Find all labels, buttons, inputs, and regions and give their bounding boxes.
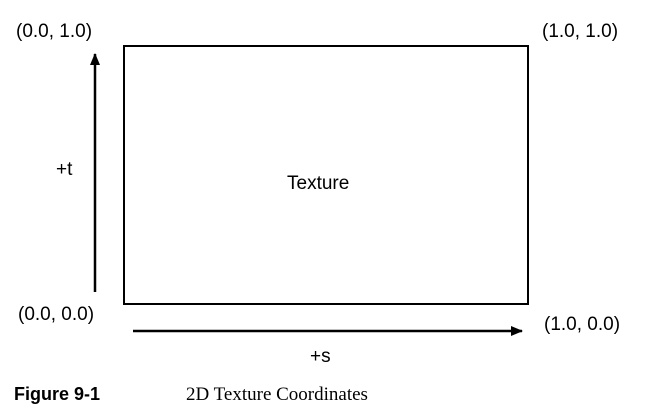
label-bottom-right: (1.0, 0.0) — [544, 314, 621, 335]
label-bottom-left: (0.0, 0.0) — [18, 304, 95, 325]
texture-rectangle — [123, 45, 529, 305]
s-axis-label: +s — [310, 346, 331, 367]
texture-label: Texture — [287, 173, 350, 194]
label-top-left: (0.0, 1.0) — [16, 21, 93, 42]
label-top-right: (1.0, 1.0) — [542, 21, 619, 42]
figure-title: 2D Texture Coordinates — [186, 384, 368, 405]
t-axis-label: +t — [56, 159, 73, 180]
figure-number: Figure 9-1 — [14, 384, 101, 404]
